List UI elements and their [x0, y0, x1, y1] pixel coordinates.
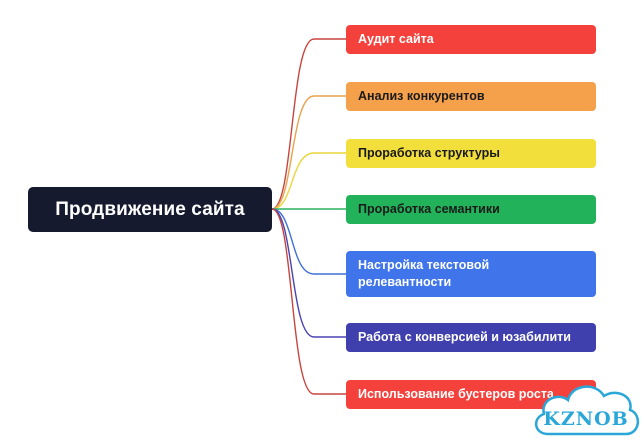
cloud-shape	[535, 385, 639, 436]
branch-competitors: Анализ конкурентов	[346, 82, 596, 111]
branch-label: Работа с конверсией и юзабилити	[358, 330, 571, 344]
branch-label: Использование бустеров роста	[358, 387, 554, 401]
root-label: Продвижение сайта	[55, 198, 245, 220]
connector-line	[271, 38, 346, 210]
branch-label: Аудит сайта	[358, 32, 434, 46]
branch-label: Проработка структуры	[358, 146, 500, 160]
branch-label: Анализ конкурентов	[358, 89, 485, 103]
connector-line	[271, 208, 346, 395]
root-node: Продвижение сайта	[28, 187, 272, 232]
branch-label: Настройка текстовой релевантности	[358, 258, 490, 289]
branch-conversion: Работа с конверсией и юзабилити	[346, 323, 596, 352]
branch-semantics: Проработка семантики	[346, 195, 596, 224]
branch-label: Проработка семантики	[358, 202, 500, 216]
watermark-logo: KZNOB	[535, 385, 639, 436]
branch-structure: Проработка структуры	[346, 139, 596, 168]
branch-audit: Аудит сайта	[346, 25, 596, 54]
branch-relevance: Настройка текстовой релевантности	[346, 251, 596, 297]
watermark-label: KZNOB	[543, 408, 628, 430]
connector-line	[271, 152, 346, 210]
connector-line	[271, 208, 346, 338]
connector-line	[271, 208, 346, 275]
connector-line	[271, 95, 346, 210]
